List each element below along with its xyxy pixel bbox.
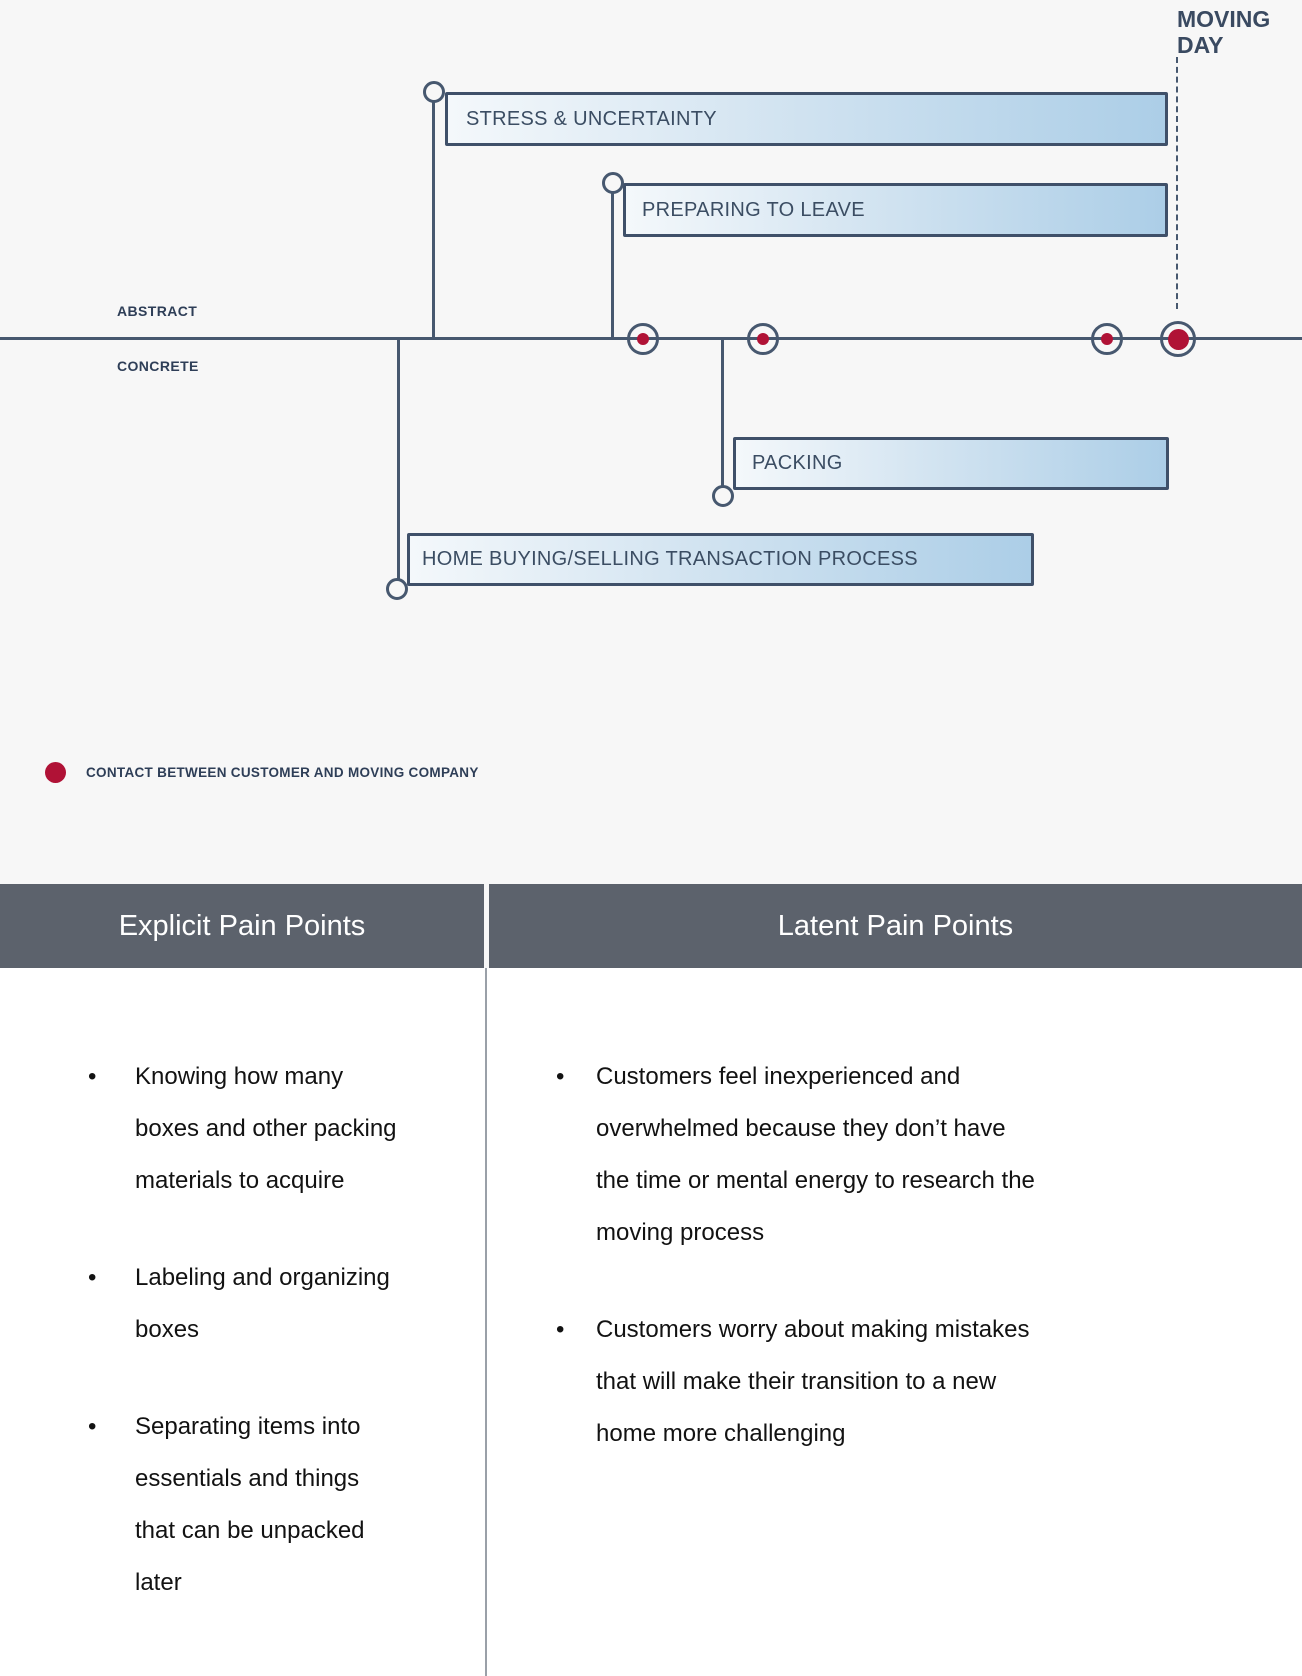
bullet-icon: [88, 1401, 135, 1609]
bar-stress-uncertainty: STRESS & UNCERTAINTY: [445, 92, 1168, 146]
explicit-pain-points-column: Knowing how many boxes and other packing…: [0, 968, 486, 1676]
header-explicit-pain-points: Explicit Pain Points: [0, 884, 484, 968]
list-item: Customers feel inexperienced and overwhe…: [556, 1051, 1302, 1259]
bar-home-buying-selling: HOME BUYING/SELLING TRANSACTION PROCESS: [407, 533, 1034, 586]
axis-label-abstract: ABSTRACT: [117, 303, 198, 319]
pain-points-table: Explicit Pain Points Latent Pain Points …: [0, 884, 1302, 1676]
bar-label-packing: PACKING: [752, 452, 843, 474]
contact-point-3: [1091, 323, 1123, 355]
bullet-icon: [556, 1304, 596, 1460]
bar-label-stress-uncertainty: STRESS & UNCERTAINTY: [466, 107, 717, 130]
bullet-text: Separating items into essentials and thi…: [135, 1413, 365, 1596]
bar-label-home-buying-selling: HOME BUYING/SELLING TRANSACTION PROCESS: [422, 548, 918, 570]
legend: CONTACT BETWEEN CUSTOMER AND MOVING COMP…: [45, 762, 479, 783]
stem-stress: [432, 101, 435, 338]
list-item: Separating items into essentials and thi…: [88, 1401, 486, 1609]
bullet-icon: [556, 1051, 596, 1259]
contact-dot-icon: [637, 333, 649, 345]
stem-packing: [721, 340, 724, 486]
stem-preparing: [611, 192, 614, 338]
node-circle-home-buying: [386, 578, 408, 600]
bullet-text: Customers worry about making mistakes th…: [596, 1316, 1030, 1447]
header-divider: [484, 884, 489, 968]
journey-diagram: MOVING DAY ABSTRACT CONCRETE STRESS & UN…: [0, 6, 1302, 600]
bar-preparing-to-leave: PREPARING TO LEAVE: [623, 183, 1168, 237]
contact-dot-icon: [1167, 328, 1189, 350]
moving-day-label: MOVING DAY: [1177, 6, 1271, 58]
bar-label-preparing-to-leave: PREPARING TO LEAVE: [642, 198, 865, 221]
contact-dot-icon: [1101, 333, 1113, 345]
table-header-row: Explicit Pain Points Latent Pain Points: [0, 884, 1302, 968]
bar-packing: PACKING: [733, 437, 1169, 490]
bullet-icon: [88, 1051, 135, 1207]
list-item: Knowing how many boxes and other packing…: [88, 1051, 486, 1207]
contact-point-moving-day: [1160, 321, 1196, 357]
legend-red-dot-icon: [45, 762, 66, 783]
legend-label: CONTACT BETWEEN CUSTOMER AND MOVING COMP…: [86, 765, 479, 780]
bullet-text: Customers feel inexperienced and overwhe…: [596, 1063, 1035, 1246]
node-circle-packing: [712, 485, 734, 507]
contact-dot-icon: [757, 333, 769, 345]
latent-pain-points-column: Customers feel inexperienced and overwhe…: [487, 968, 1302, 1676]
contact-point-2: [747, 323, 779, 355]
bullet-text: Knowing how many boxes and other packing…: [135, 1063, 397, 1194]
node-circle-preparing: [602, 172, 624, 194]
bullet-icon: [88, 1252, 135, 1356]
list-item: Labeling and organizing boxes: [88, 1252, 486, 1356]
node-circle-stress: [423, 81, 445, 103]
header-latent-pain-points: Latent Pain Points: [489, 884, 1302, 968]
list-item: Customers worry about making mistakes th…: [556, 1304, 1302, 1460]
axis-label-concrete: CONCRETE: [117, 358, 199, 374]
bullet-text: Labeling and organizing boxes: [135, 1264, 390, 1343]
stem-home-buying: [397, 340, 400, 579]
moving-day-dashed-line: [1176, 57, 1178, 309]
contact-point-1: [627, 323, 659, 355]
column-divider: [485, 968, 487, 1676]
